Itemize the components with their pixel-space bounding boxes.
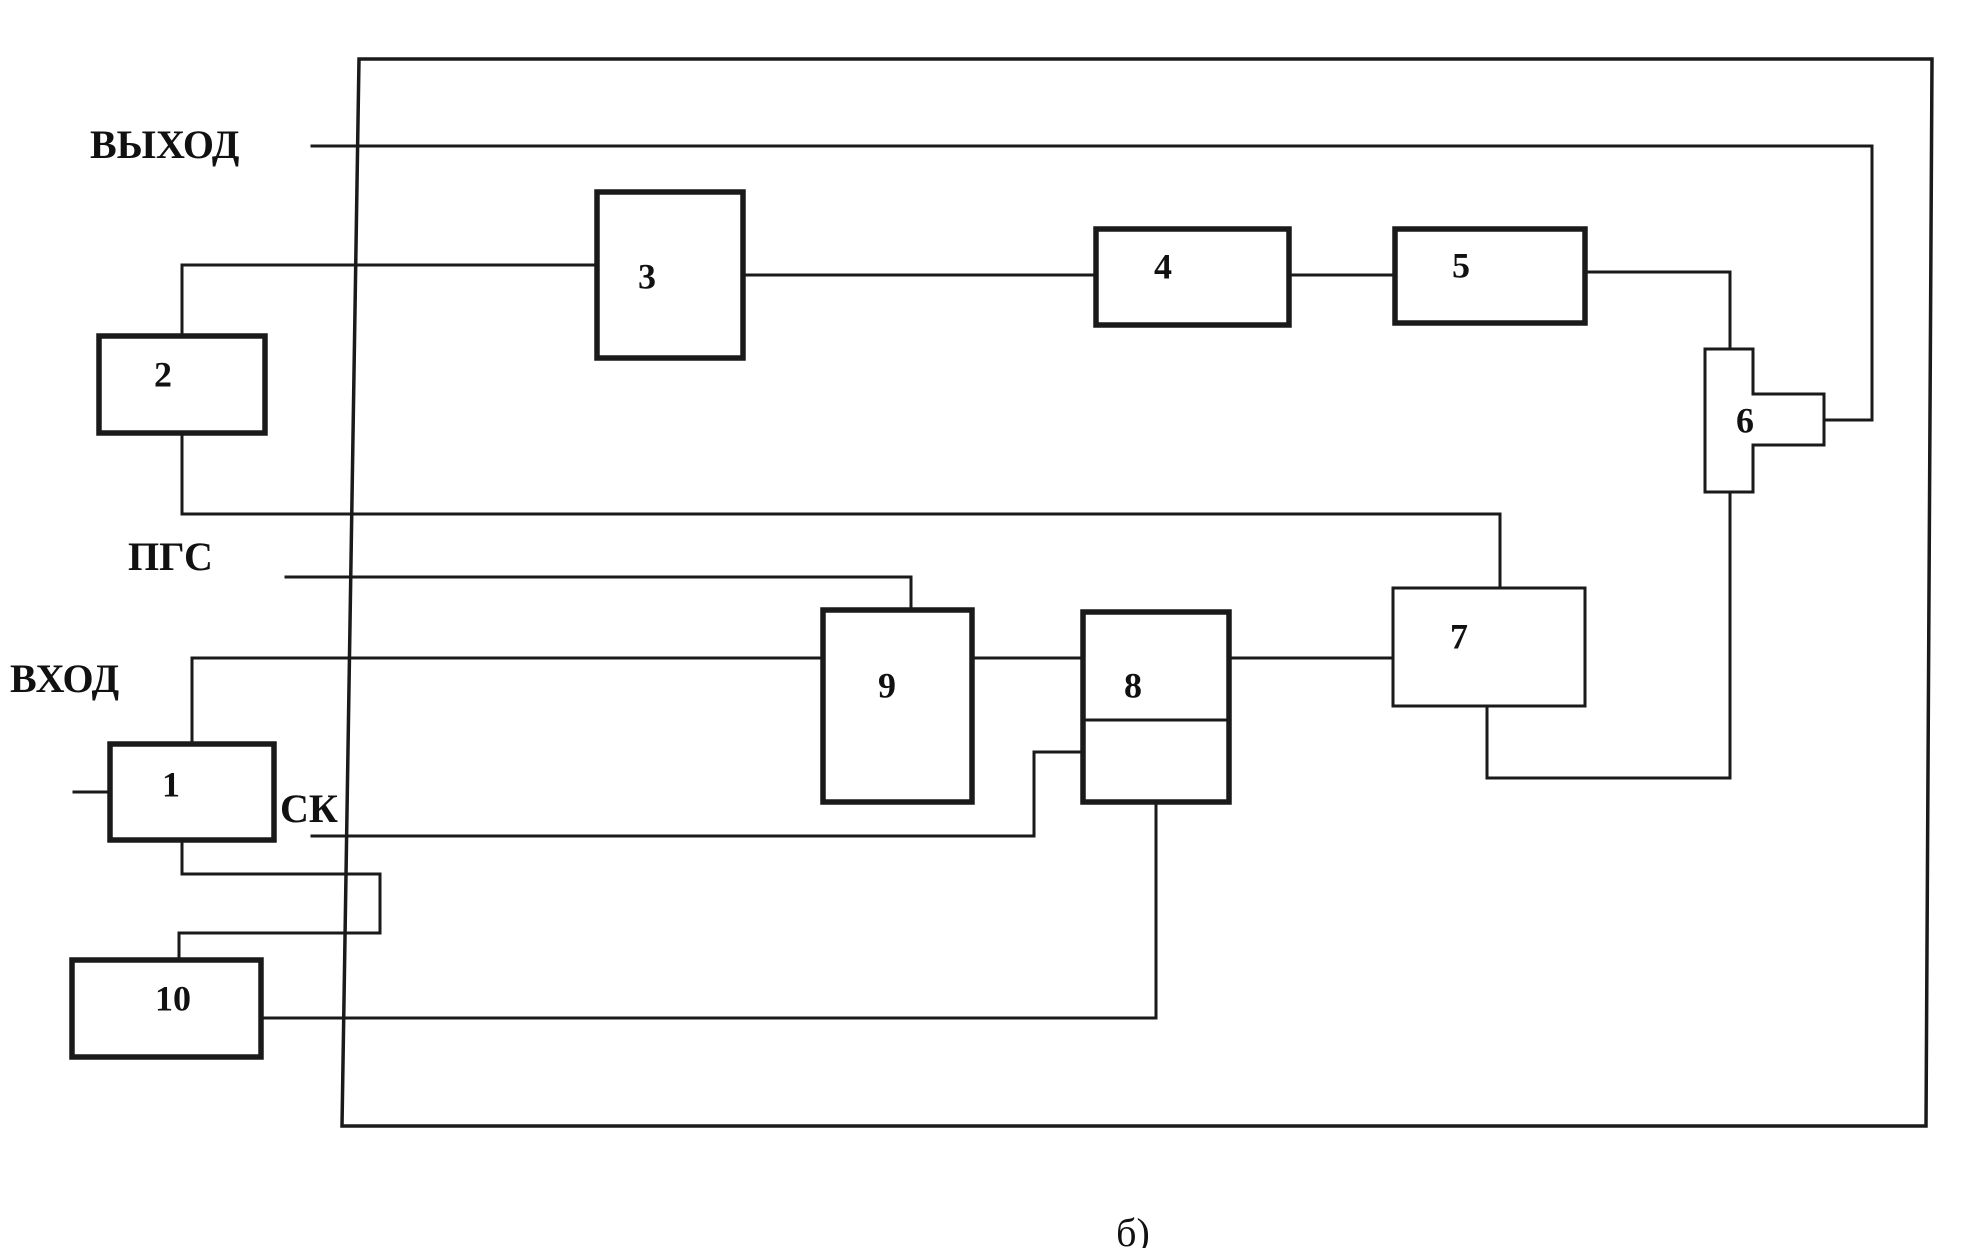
block-10: 10 <box>69 957 264 1060</box>
block-7: 7 <box>1391 586 1587 708</box>
sk-label: СК <box>280 786 338 831</box>
wire-2-to-7 <box>180 431 1502 590</box>
block-3-label: 3 <box>638 256 656 296</box>
block-10-label: 10 <box>155 978 191 1018</box>
wire-7-to-6 <box>1485 490 1732 780</box>
block-1: 1 <box>107 741 277 843</box>
block-4: 4 <box>1093 226 1292 328</box>
pgs-label: ПГС <box>128 534 213 579</box>
figure-caption: б) <box>1116 1210 1150 1248</box>
wire-sk-to-8 <box>310 750 1085 838</box>
block-3: 3 <box>594 189 746 361</box>
block-2-label: 2 <box>154 354 172 394</box>
wire-10-to-8 <box>259 800 1158 1020</box>
block-9: 9 <box>820 607 975 805</box>
block-5-label: 5 <box>1452 245 1470 285</box>
wire-1-to-10 <box>177 838 382 962</box>
block-6: 6 <box>1703 347 1826 494</box>
wire-2-to-3 <box>180 263 599 338</box>
device-enclosure <box>340 57 1934 1128</box>
block-8-label: 8 <box>1124 665 1142 705</box>
wire-pgs-to-9 <box>284 575 913 612</box>
block-2: 2 <box>96 333 268 436</box>
connection-wires <box>72 144 1874 1020</box>
wire-output <box>310 144 1874 422</box>
block-9-label: 9 <box>878 665 896 705</box>
block-1-label: 1 <box>162 764 180 804</box>
wire-input-to-9 <box>190 656 825 746</box>
block-6-label: 6 <box>1736 400 1754 440</box>
block-8: 8 <box>1080 609 1232 805</box>
block-7-label: 7 <box>1450 616 1468 656</box>
output-label: ВЫХОД <box>90 122 239 167</box>
block-4-label: 4 <box>1154 246 1172 286</box>
wire-5-to-6 <box>1583 270 1732 351</box>
block-5: 5 <box>1392 226 1588 326</box>
input-label: ВХОД <box>10 656 119 701</box>
